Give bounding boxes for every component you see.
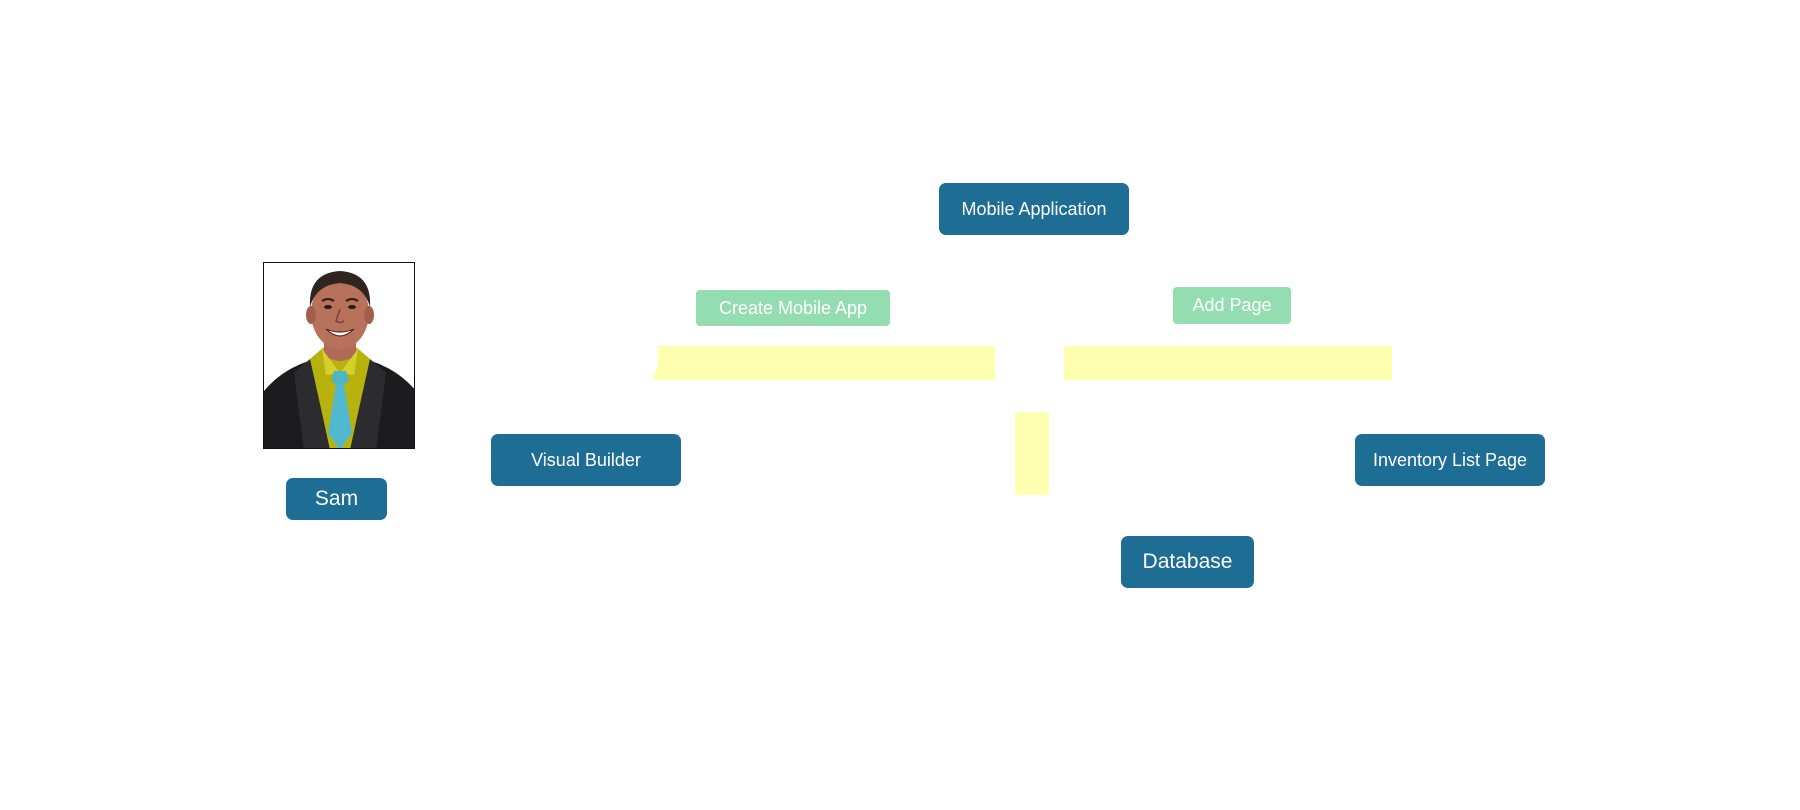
database-node: Database (1121, 536, 1254, 588)
database-flow-band (1015, 412, 1049, 495)
inventory-list-page-node: Inventory List Page (1355, 434, 1545, 486)
add-page-label: Add Page (1173, 287, 1291, 324)
person-portrait-icon (264, 263, 414, 448)
visual-builder-node: Visual Builder (491, 434, 681, 486)
person-name-label: Sam (286, 478, 387, 520)
add-page-flow-band (1064, 346, 1392, 380)
create-app-flow-band (653, 346, 995, 380)
mobile-application-node: Mobile Application (939, 183, 1129, 235)
create-mobile-app-label: Create Mobile App (696, 290, 890, 326)
avatar (263, 262, 415, 449)
